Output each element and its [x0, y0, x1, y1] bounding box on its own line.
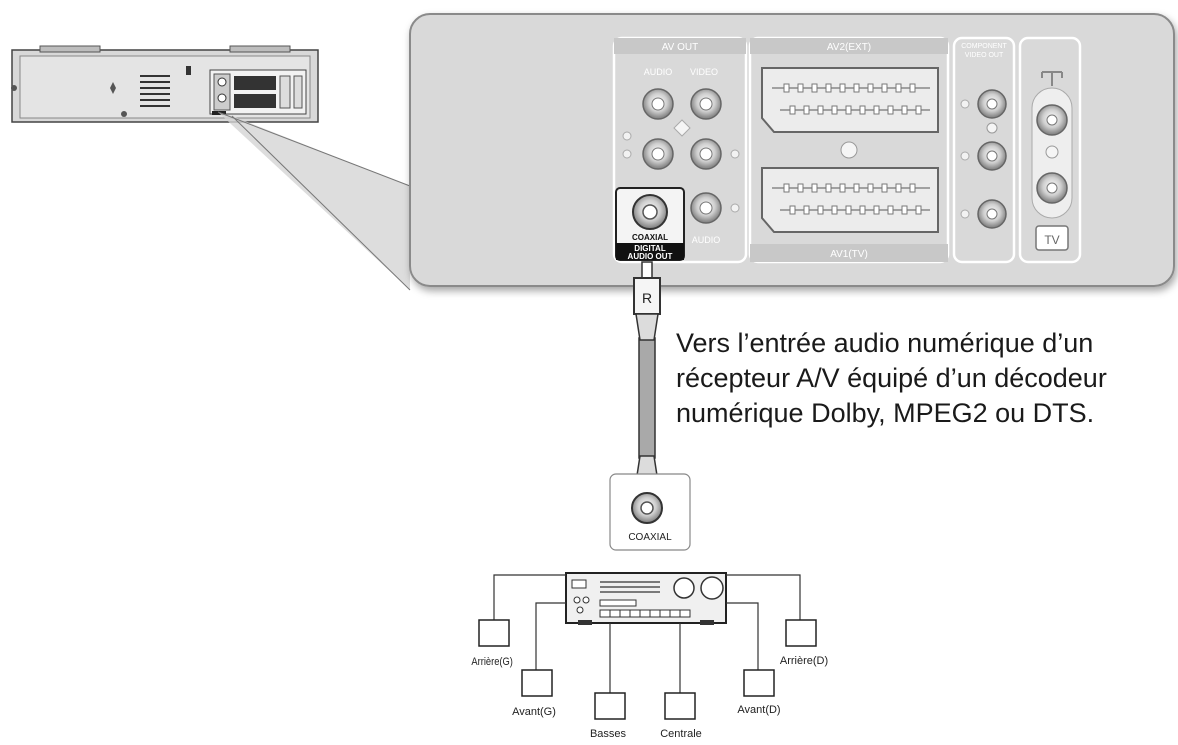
av-out-section: AV OUT AUDIO VIDEO AUDIO [612, 36, 748, 264]
cable-plug-top: R [633, 261, 661, 341]
scart-section: AV2(EXT) AV1(TV) [748, 36, 950, 264]
scart-av2 [761, 67, 939, 133]
av1-tv-label: AV1(TV) [830, 249, 868, 260]
av2-ext-label: AV2(EXT) [827, 42, 871, 53]
component-video-section: COMPONENT VIDEO OUT [952, 36, 1016, 264]
speaker-front-left: Avant(G) [512, 669, 556, 718]
digital-coaxial-label: COAXIAL [632, 233, 668, 242]
zoom-callout [217, 111, 411, 291]
digital-label-line2: AUDIO OUT [628, 252, 673, 261]
connection-caption: Vers l’entrée audio numérique d’un récep… [676, 326, 1166, 431]
speaker-center-label: Centrale [660, 728, 702, 740]
receiver-coaxial-label: COAXIAL [628, 532, 672, 543]
caption-line-2: récepteur A/V équipé d’un décodeur [676, 363, 1107, 393]
tv-out-icon: TV [1035, 225, 1069, 251]
speaker-rear-right: Arrière(D) [780, 619, 828, 667]
device-rear-connectors [209, 69, 307, 115]
digital-audio-out-jack: COAXIAL DIGITAL AUDIO OUT [615, 187, 685, 261]
rear-panel-zoom: AV OUT AUDIO VIDEO AUDIO CO [409, 13, 1175, 287]
caption-line-1: Vers l’entrée audio numérique d’un [676, 328, 1094, 358]
av-out-audio-label: AUDIO [644, 67, 673, 77]
speaker-front-right-label: Avant(D) [737, 704, 780, 716]
caption-line-3: numérique Dolby, MPEG2 ou DTS. [676, 398, 1095, 428]
antenna-in-icon [1041, 71, 1063, 86]
speaker-front-right: Avant(D) [737, 669, 781, 716]
av-out-label: AV OUT [662, 42, 698, 53]
tv-label: TV [1044, 233, 1059, 247]
device-vent-grille [140, 75, 170, 107]
digital-label-line1: DIGITAL [634, 244, 666, 253]
speaker-subwoofer: Basses [590, 692, 627, 740]
speaker-subwoofer-label: Basses [590, 728, 627, 740]
speaker-center: Centrale [660, 692, 702, 740]
component-label-line1: COMPONENT [961, 43, 1007, 50]
receiver-coaxial-input: COAXIAL [609, 473, 691, 551]
plug-top-label: R [642, 290, 652, 306]
dvd-recorder-device [11, 45, 319, 123]
antenna-section: TV [1018, 36, 1082, 264]
speaker-wiring [493, 574, 801, 693]
scart-av1 [761, 167, 939, 233]
speaker-rear-right-label: Arrière(D) [780, 655, 828, 667]
av-out-video-label: VIDEO [690, 67, 718, 77]
speaker-rear-left-label: Arrière(G) [471, 656, 512, 668]
speaker-front-left-label: Avant(G) [512, 706, 556, 718]
av-receiver [565, 572, 727, 625]
av-out-audio-bottom-label: AUDIO [692, 235, 721, 245]
component-label-line2: VIDEO OUT [965, 52, 1004, 59]
speaker-rear-left: Arrière(G) [471, 619, 513, 668]
